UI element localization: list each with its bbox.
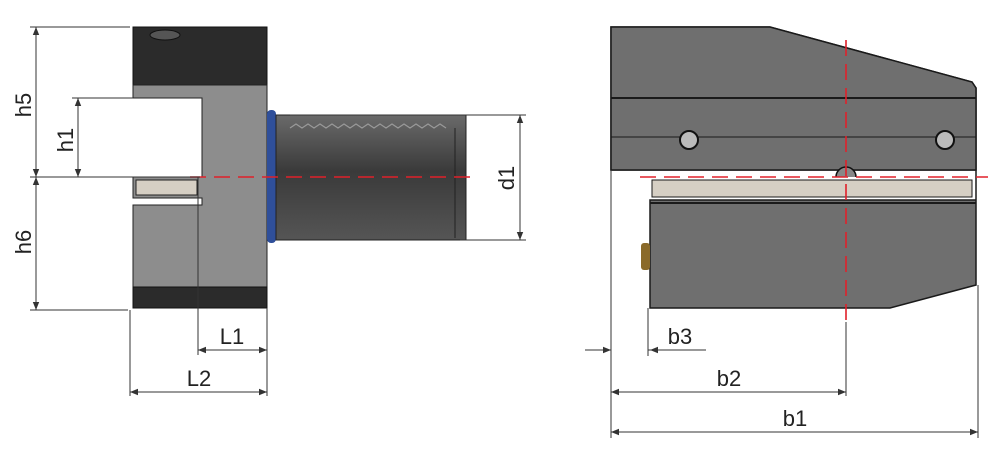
- label-h6: h6: [11, 230, 36, 254]
- front-view: h5 h1 h6 d1 L1 L2: [11, 26, 526, 396]
- screw-hole-icon: [149, 29, 181, 41]
- label-b3: b3: [668, 324, 692, 349]
- label-d1: d1: [494, 166, 519, 190]
- dimensions-right: [585, 170, 979, 438]
- side-view: b3 b2 b1: [585, 26, 988, 438]
- pin-icon: [935, 130, 955, 150]
- cutting-insert: [135, 179, 198, 196]
- pin-icon: [679, 130, 699, 150]
- bottom-block: [132, 286, 268, 309]
- label-b2: b2: [717, 366, 741, 391]
- brass-screw: [641, 243, 650, 270]
- label-h5: h5: [11, 93, 36, 117]
- label-b1: b1: [783, 406, 807, 431]
- cutting-insert-side: [651, 179, 973, 198]
- label-L1: L1: [220, 324, 244, 349]
- label-L2: L2: [187, 366, 211, 391]
- label-h1: h1: [53, 128, 78, 152]
- serration: [289, 123, 447, 129]
- dimensions-left: [30, 26, 526, 396]
